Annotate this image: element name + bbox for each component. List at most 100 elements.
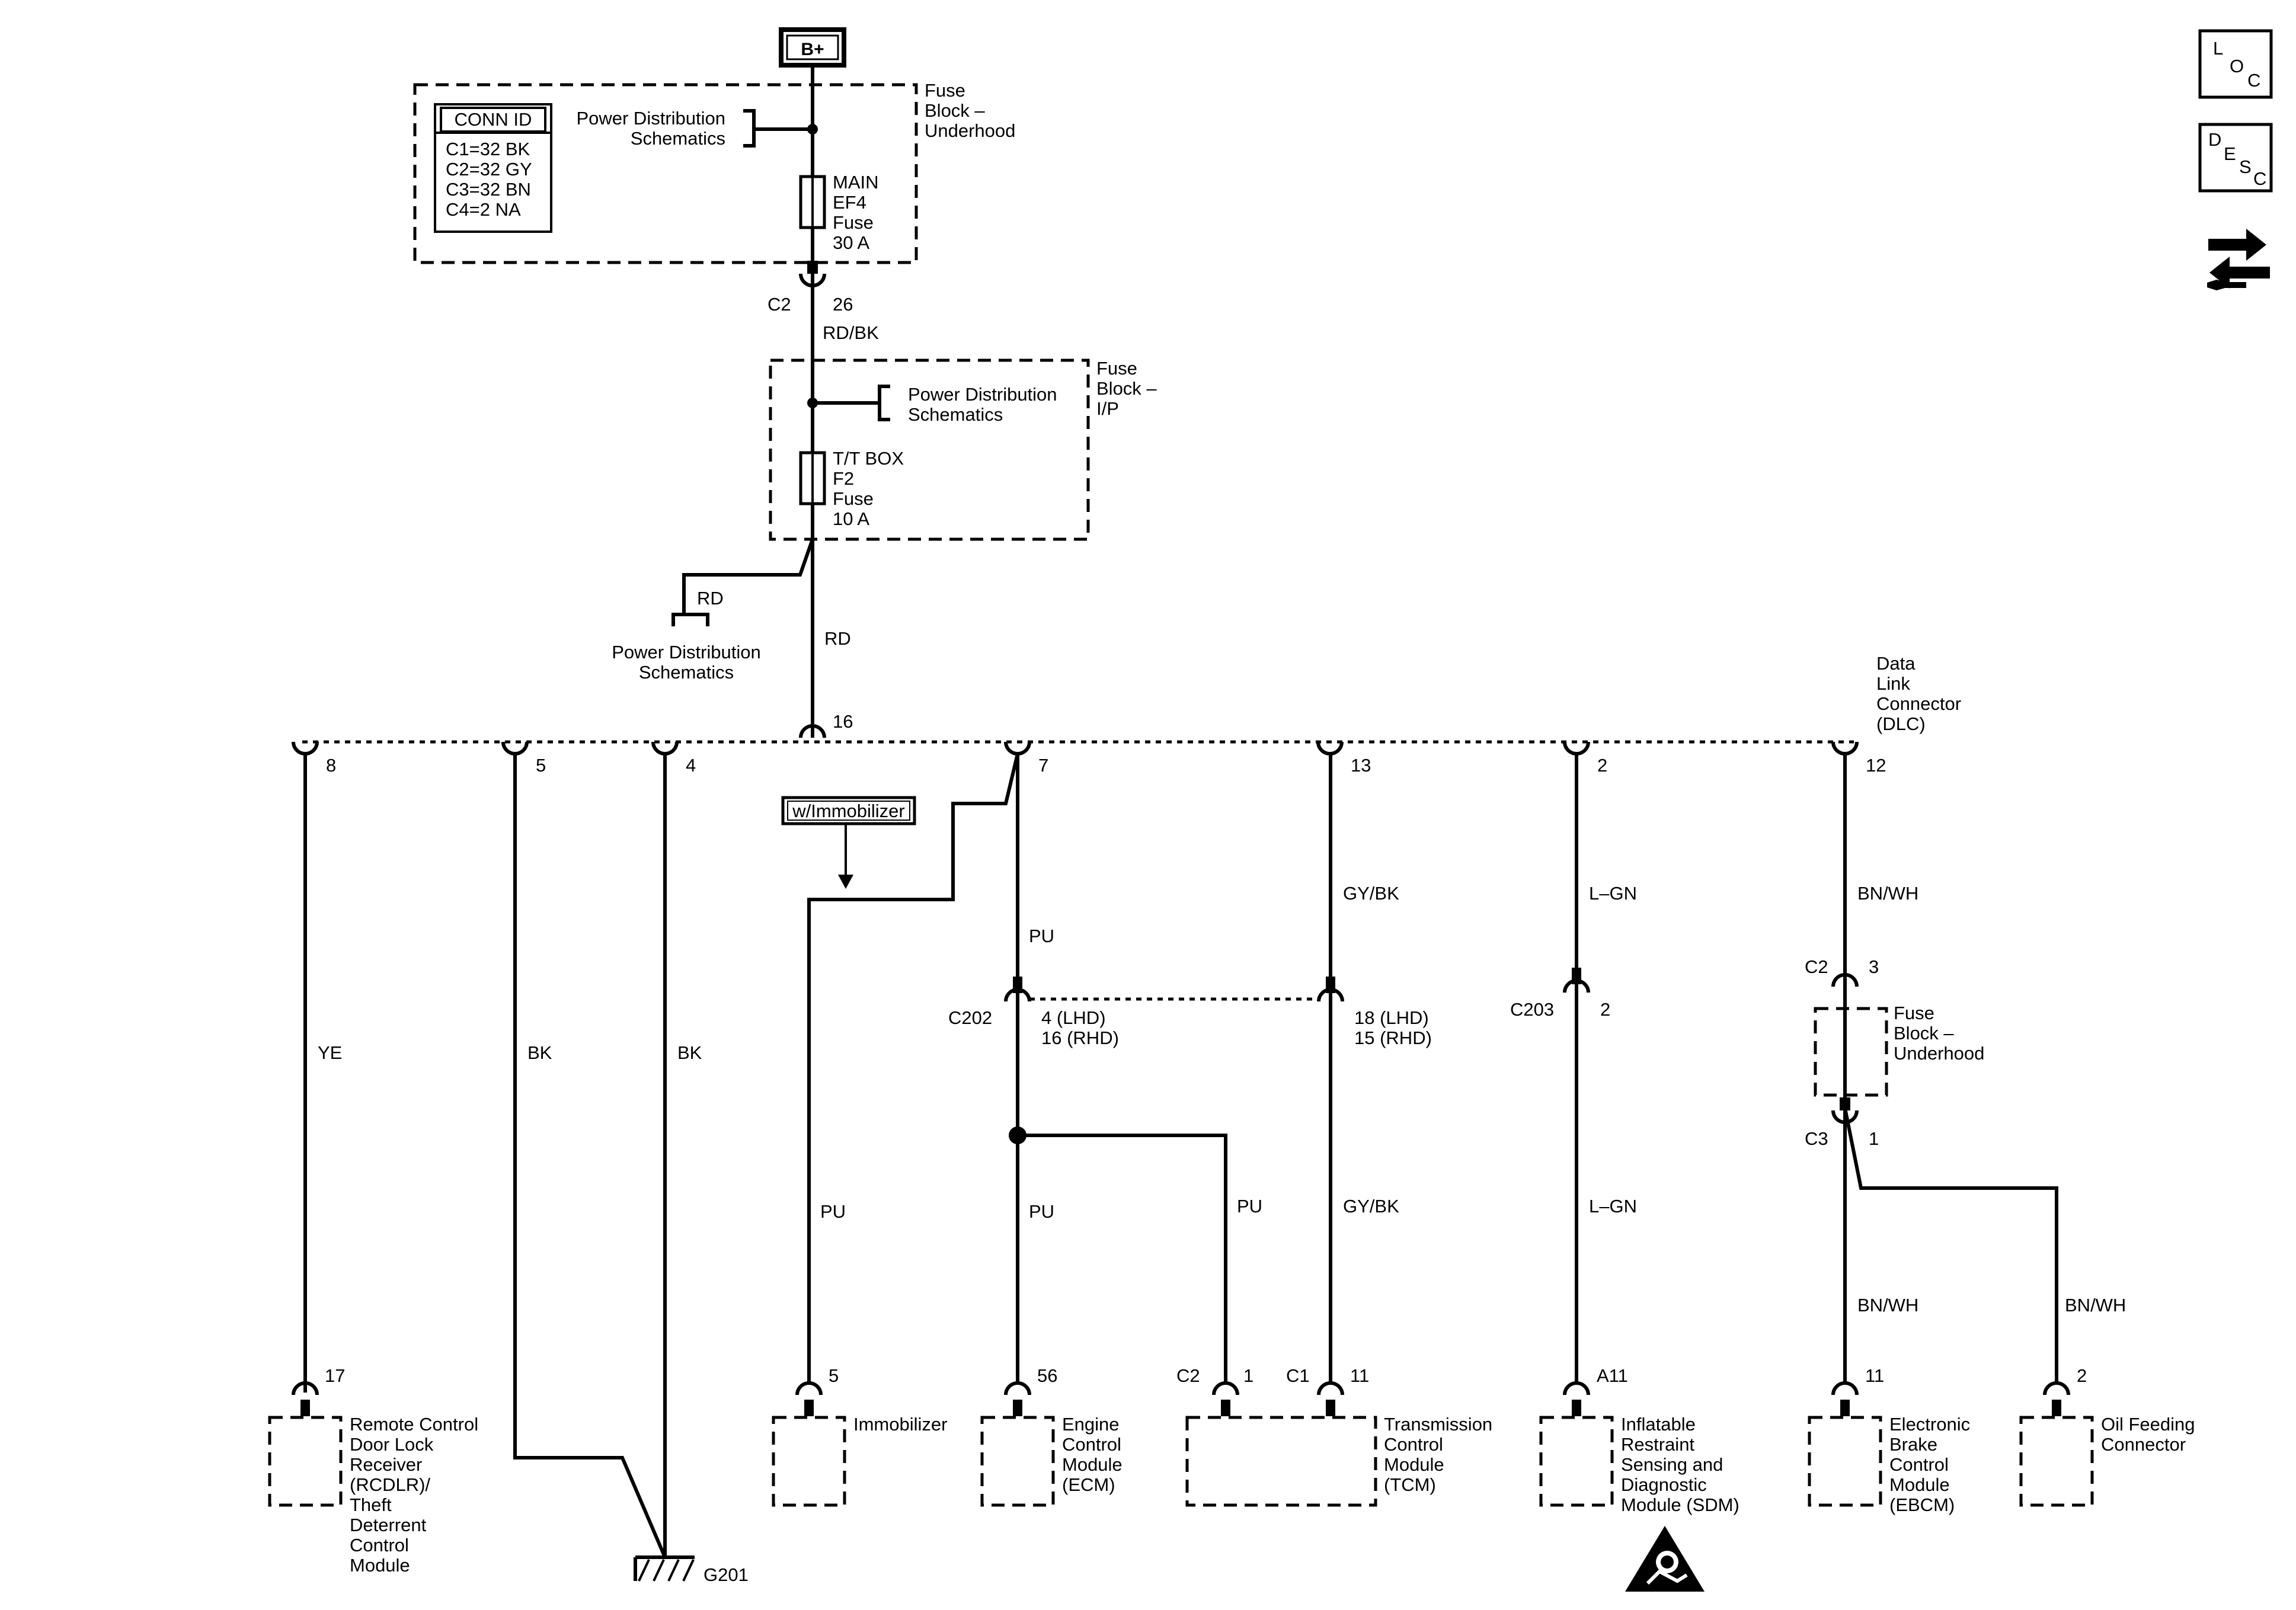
label-c202-pin-right-1: 15 (RHD) [1354,1028,1432,1048]
label-modules-rcdlr-name-3: (RCDLR)/ [350,1474,430,1495]
label-modules-sdm-name-0: Inflatable [1621,1414,1696,1435]
power-distribution-link-2: Power Distribution Schematics [807,384,1057,425]
label-modules-ecm-name-0: Engine [1062,1414,1120,1435]
module-oil-feeding-connector: 2 Oil Feeding Connector [2019,1365,2195,1507]
label-dlc-title-0: Data [1876,653,1916,674]
battery-positive-box: B+ [779,27,846,68]
label-fuse-block-ip-fuse-2: Fuse [833,488,874,509]
label-fuse-block-lower-c2-pin: 3 [1869,956,1879,977]
label-fuse-block-underhood-pin: 26 [833,294,853,315]
wire-label-pu-tcm: PU [1237,1196,1262,1217]
label-side-icons-desc-letters-3: C [2253,168,2266,189]
label-fuse-block-underhood-title-0: Fuse [925,80,965,101]
label-modules-tcm-pin1: 1 [1243,1365,1253,1386]
label-side-icons-desc-letters-2: S [2239,156,2252,177]
wire-pu-immobilizer [807,753,1019,1383]
label-immobilizer-note: w/Immobilizer [792,801,904,821]
label-modules-tcm-conn2: C1 [1286,1365,1310,1386]
wire-bk-1 [513,754,667,1558]
label-modules-sdm-name-4: Module (SDM) [1621,1494,1739,1515]
label-fuse-block-underhood-fuse-0: MAIN [833,172,879,193]
fuse-block-ip [769,359,1090,541]
label-modules-sdm-name-3: Diagnostic [1621,1474,1707,1495]
dlc-pin-16: 16 [799,711,853,738]
label-modules-ecm-name-1: Control [1062,1434,1121,1455]
label-modules-ecm-name-3: (ECM) [1062,1474,1115,1495]
label-c202-label: C202 [948,1007,992,1028]
description-icon[interactable]: D E S C [2198,123,2273,193]
label-modules-rcdlr-pin: 17 [325,1365,345,1386]
label-modules-rcdlr-name-6: Control [350,1535,409,1555]
wire-label-bn-wh-oil: BN/WH [2065,1295,2126,1315]
dlc-title: Data Link Connector (DLC) [1876,653,1961,734]
label-side-icons-loc-letters-2: C [2247,70,2260,91]
wire-bn-wh-oil [1843,1108,2058,1383]
label-modules-tcm-pin2: 11 [1350,1365,1369,1386]
label-fuse-block-underhood-fuse-2: Fuse [833,212,874,233]
label-fuse-block-ip-fuse-0: T/T BOX [833,448,904,469]
fuse-main-ef4: MAIN EF4 Fuse 30 A [799,172,879,253]
label-fuse-block-lower-title-1: Block – [1894,1023,1954,1044]
label-modules-rcdlr-name-0: Remote Control [350,1414,478,1435]
label-fuse-block-ip-power-dist-1: Schematics [908,404,1003,425]
label-dlc-pins-p5: 5 [536,755,546,776]
label-fuse-block-underhood-title-1: Block – [925,100,985,121]
label-side-icons-desc-letters-0: D [2208,129,2221,150]
label-modules-tcm-name-3: (TCM) [1384,1474,1436,1495]
battery-positive-label: B+ [801,40,824,59]
label-side-icons-loc-letters-1: O [2230,56,2244,76]
label-dlc-title-1: Link [1876,673,1910,694]
label-fuse-block-underhood-power-dist-0: Power Distribution [576,108,725,129]
location-icon[interactable]: L O C [2198,29,2273,99]
module-sdm: A11 Inflatable Restraint Sensing and Dia… [1539,1365,1739,1515]
repair-arrows-icon[interactable] [2207,229,2270,290]
conn-id-table: CONN ID C1=32 BK C2=32 GY C3=32 BN C4=2 … [434,103,552,233]
label-fuse-block-ip-fuse-3: 10 A [833,508,869,529]
fuse-block-ip-title: Fuse Block – I/P [1096,358,1157,419]
ground-g201-icon [634,1555,695,1582]
label-modules-ecm-pin: 56 [1037,1365,1057,1386]
label-fuse-block-underhood-connector: C2 [768,294,791,315]
immobilizer-option-note: w/Immobilizer [781,796,916,889]
label-c202-pin-left-0: 4 (LHD) [1041,1007,1106,1028]
label-fuse-block-lower-title-0: Fuse [1894,1003,1934,1023]
airbag-warning-icon [1625,1526,1705,1592]
wire-label-bn-wh-top: BN/WH [1857,883,1918,904]
fuse-block-underhood-lower: C2 3 Fuse Block – Underhood C3 1 [1805,956,1984,1149]
label-modules-immobilizer-pin: 5 [829,1365,839,1386]
label-modules-sdm-pin: A11 [1597,1365,1628,1386]
label-modules-rcdlr-name-4: Theft [350,1494,392,1515]
label-side-icons-loc-letters-0: L [2213,38,2223,59]
label-dlc-title-2: Connector [1876,693,1961,714]
label-modules-ebcm-name-1: Brake [1889,1434,1937,1455]
label-modules-tcm-name-1: Control [1384,1434,1443,1455]
label-modules-immobilizer-name-0: Immobilizer [853,1414,947,1435]
label-fuse-block-lower-c3-label: C3 [1805,1128,1828,1149]
label-fuse-block-underhood-conn-id-rows-1: C2=32 GY [446,159,532,180]
label-modules-rcdlr-name-2: Receiver [350,1454,422,1475]
wire-label-pu-ecm: PU [1029,1201,1054,1222]
fuse-block-underhood-title: Fuse Block – Underhood [925,80,1015,141]
connector-c2-26: C2 26 [768,261,853,315]
label-fuse-block-ip-title-2: I/P [1096,398,1119,419]
power-distribution-link-1: Power Distribution Schematics [576,108,818,149]
wire-label-ye: YE [318,1042,342,1063]
label-modules-oil-name-1: Connector [2101,1434,2186,1455]
label-fuse-block-underhood-conn-id-rows-3: C4=2 NA [446,199,521,220]
connector-c202: C202 4 (LHD) 16 (RHD) 18 (LHD) 15 (RHD) [948,977,1432,1048]
label-fuse-block-underhood-title-2: Underhood [925,120,1015,141]
label-c202-pin-left-1: 16 (RHD) [1041,1028,1119,1048]
label-dlc-pins-p12: 12 [1866,755,1886,776]
label-fuse-block-lower-title-2: Underhood [1894,1043,1984,1064]
label-c203-pin: 2 [1600,999,1610,1020]
label-modules-tcm-conn1: C2 [1176,1365,1200,1386]
wire-label-pu-top: PU [1029,926,1054,946]
wire-label-gy-bk-top: GY/BK [1343,883,1399,904]
wire-label-gy-bk-bottom: GY/BK [1343,1196,1399,1217]
fuse-block-underhood [413,83,918,264]
label-modules-ebcm-name-0: Electronic [1889,1414,1970,1435]
label-modules-ebcm-name-3: Module [1889,1474,1950,1495]
label-modules-ebcm-name-4: (EBCM) [1889,1494,1955,1515]
wire-label-bn-wh-ebcm: BN/WH [1857,1295,1918,1315]
label-fuse-block-lower-c2-label: C2 [1805,956,1828,977]
